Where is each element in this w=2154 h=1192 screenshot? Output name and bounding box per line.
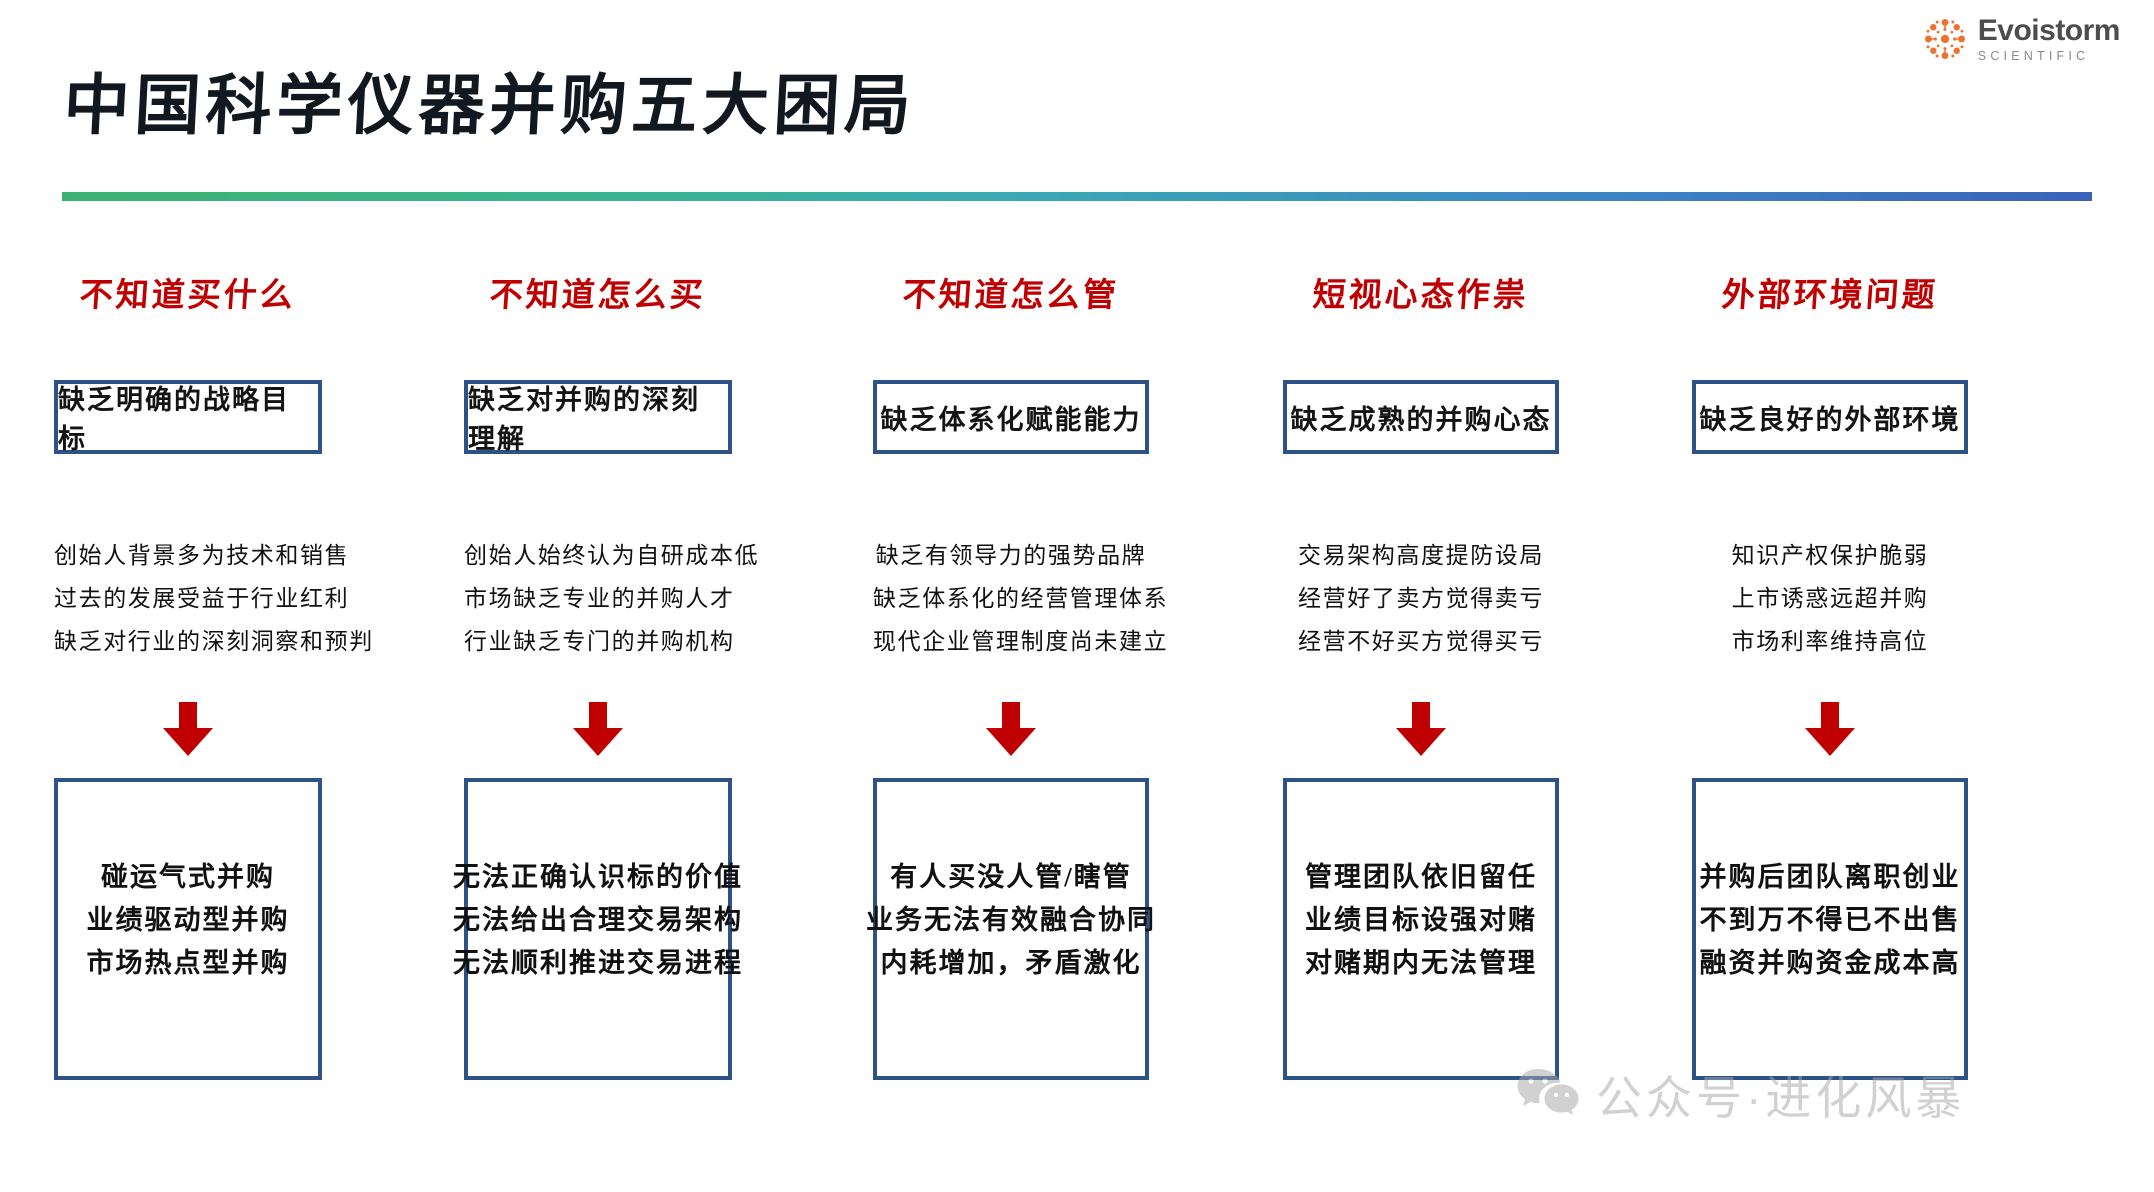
cause-box-label-3: 缺乏体系化赋能能力 [880,404,1142,435]
outcome-item: 对赌期内无法管理 [1305,948,1537,978]
reason-item: 缺乏体系化的经营管理体系 [873,586,1169,611]
outcome-box-3: 有人买没人管/瞎管业务无法有效融合协同内耗增加，矛盾激化 [866,778,1154,1080]
cause-box-label-2: 缺乏对并购的深刻理解 [468,385,700,454]
reason-item: 行业缺乏专门的并购机构 [464,629,735,654]
outcome-item: 无法给出合理交易架构 [453,905,743,935]
outcome-item: 市场热点型并购 [86,948,290,978]
column-header-1: 不知道买什么 [78,278,297,314]
outcome-box-5: 并购后团队离职创业不到万不得已不出售融资并购资金成本高 [1692,778,1968,1080]
outcome-item: 融资并购资金成本高 [1699,948,1961,978]
reason-item: 创始人始终认为自研成本低 [464,543,760,568]
reason-list-2: 创始人始终认为自研成本低市场缺乏专业的并购人才行业缺乏专门的并购机构 [464,534,760,663]
reason-item: 缺乏对行业的深刻洞察和预判 [54,629,374,654]
outcome-box-2: 无法正确认识标的价值无法给出合理交易架构无法顺利推进交易进程 [453,778,741,1080]
outcome-list-4: 管理团队依旧留任业绩目标设强对赌对赌期内无法管理 [1305,856,1537,985]
reason-item: 经营好了卖方觉得卖亏 [1298,586,1544,611]
cause-box-1: 缺乏明确的战略目标 [54,380,322,454]
cause-box-4: 缺乏成熟的并购心态 [1283,380,1559,454]
outcome-list-3: 有人买没人管/瞎管业务无法有效融合协同内耗增加，矛盾激化 [866,856,1156,985]
down-arrow-icon [569,700,627,758]
cause-box-label-5: 缺乏良好的外部环境 [1699,404,1961,435]
reason-item: 上市诱惑远超并购 [1731,586,1929,611]
outcome-item: 业务无法有效融合协同 [866,905,1156,935]
brand-name: Evoistorm [1977,14,2121,47]
cause-box-label-1: 缺乏明确的战略目标 [58,385,290,454]
cause-box-5: 缺乏良好的外部环境 [1692,380,1968,454]
cause-box-3: 缺乏体系化赋能能力 [873,380,1149,454]
reason-item: 过去的发展受益于行业红利 [54,586,350,611]
outcome-list-1: 碰运气式并购业绩驱动型并购市场热点型并购 [87,856,290,985]
outcome-item: 无法顺利推进交易进程 [453,948,743,978]
brand-subtitle: SCIENTIFIC [1977,49,2090,63]
outcome-box-4: 管理团队依旧留任业绩目标设强对赌对赌期内无法管理 [1283,778,1559,1080]
reason-item: 创始人背景多为技术和销售 [54,543,350,568]
brand-logo: Evoistorm SCIENTIFIC [1922,14,2121,63]
reason-list-1: 创始人背景多为技术和销售过去的发展受益于行业红利缺乏对行业的深刻洞察和预判 [54,534,374,663]
reason-list-4: 交易架构高度提防设局经营好了卖方觉得卖亏经营不好买方觉得买亏 [1283,534,1559,663]
down-arrow-icon [982,700,1040,758]
reason-item: 现代企业管理制度尚未建立 [873,629,1169,654]
outcome-item: 内耗增加，矛盾激化 [880,948,1142,978]
outcome-list-5: 并购后团队离职创业不到万不得已不出售融资并购资金成本高 [1700,856,1961,985]
reason-item: 市场利率维持高位 [1731,629,1929,654]
down-arrow-icon [1392,700,1450,758]
reason-list-5: 知识产权保护脆弱上市诱惑远超并购市场利率维持高位 [1692,534,1968,663]
cause-box-2: 缺乏对并购的深刻理解 [464,380,732,454]
cause-box-label-4: 缺乏成熟的并购心态 [1290,404,1552,435]
outcome-item: 有人买没人管/瞎管 [890,862,1132,892]
outcome-item: 业绩驱动型并购 [86,905,290,935]
title-divider-rule [62,192,2092,201]
reason-item: 缺乏有领导力的强势品牌 [875,543,1147,568]
outcome-item: 业绩目标设强对赌 [1305,905,1537,935]
outcome-item: 并购后团队离职创业 [1699,862,1961,892]
reason-item: 经营不好买方觉得买亏 [1298,629,1544,654]
column-header-4: 短视心态作祟 [1311,278,1530,314]
down-arrow-icon [1801,700,1859,758]
reason-item: 市场缺乏专业的并购人才 [464,586,735,611]
outcome-item: 不到万不得已不出售 [1699,905,1961,935]
down-arrow-icon [159,700,217,758]
column-header-2: 不知道怎么买 [488,278,707,314]
reason-list-3: 缺乏有领导力的强势品牌缺乏体系化的经营管理体系现代企业管理制度尚未建立 [873,534,1169,663]
outcome-box-1: 碰运气式并购业绩驱动型并购市场热点型并购 [54,778,322,1080]
outcome-item: 管理团队依旧留任 [1305,862,1537,892]
outcome-list-2: 无法正确认识标的价值无法给出合理交易架构无法顺利推进交易进程 [453,856,743,985]
outcome-item: 碰运气式并购 [101,862,275,892]
reason-item: 知识产权保护脆弱 [1731,543,1929,568]
reason-item: 交易架构高度提防设局 [1298,543,1544,568]
outcome-item: 无法正确认识标的价值 [453,862,743,892]
column-header-3: 不知道怎么管 [901,278,1120,314]
evoistorm-burst-icon [1924,19,1965,60]
column-header-5: 外部环境问题 [1720,278,1939,314]
